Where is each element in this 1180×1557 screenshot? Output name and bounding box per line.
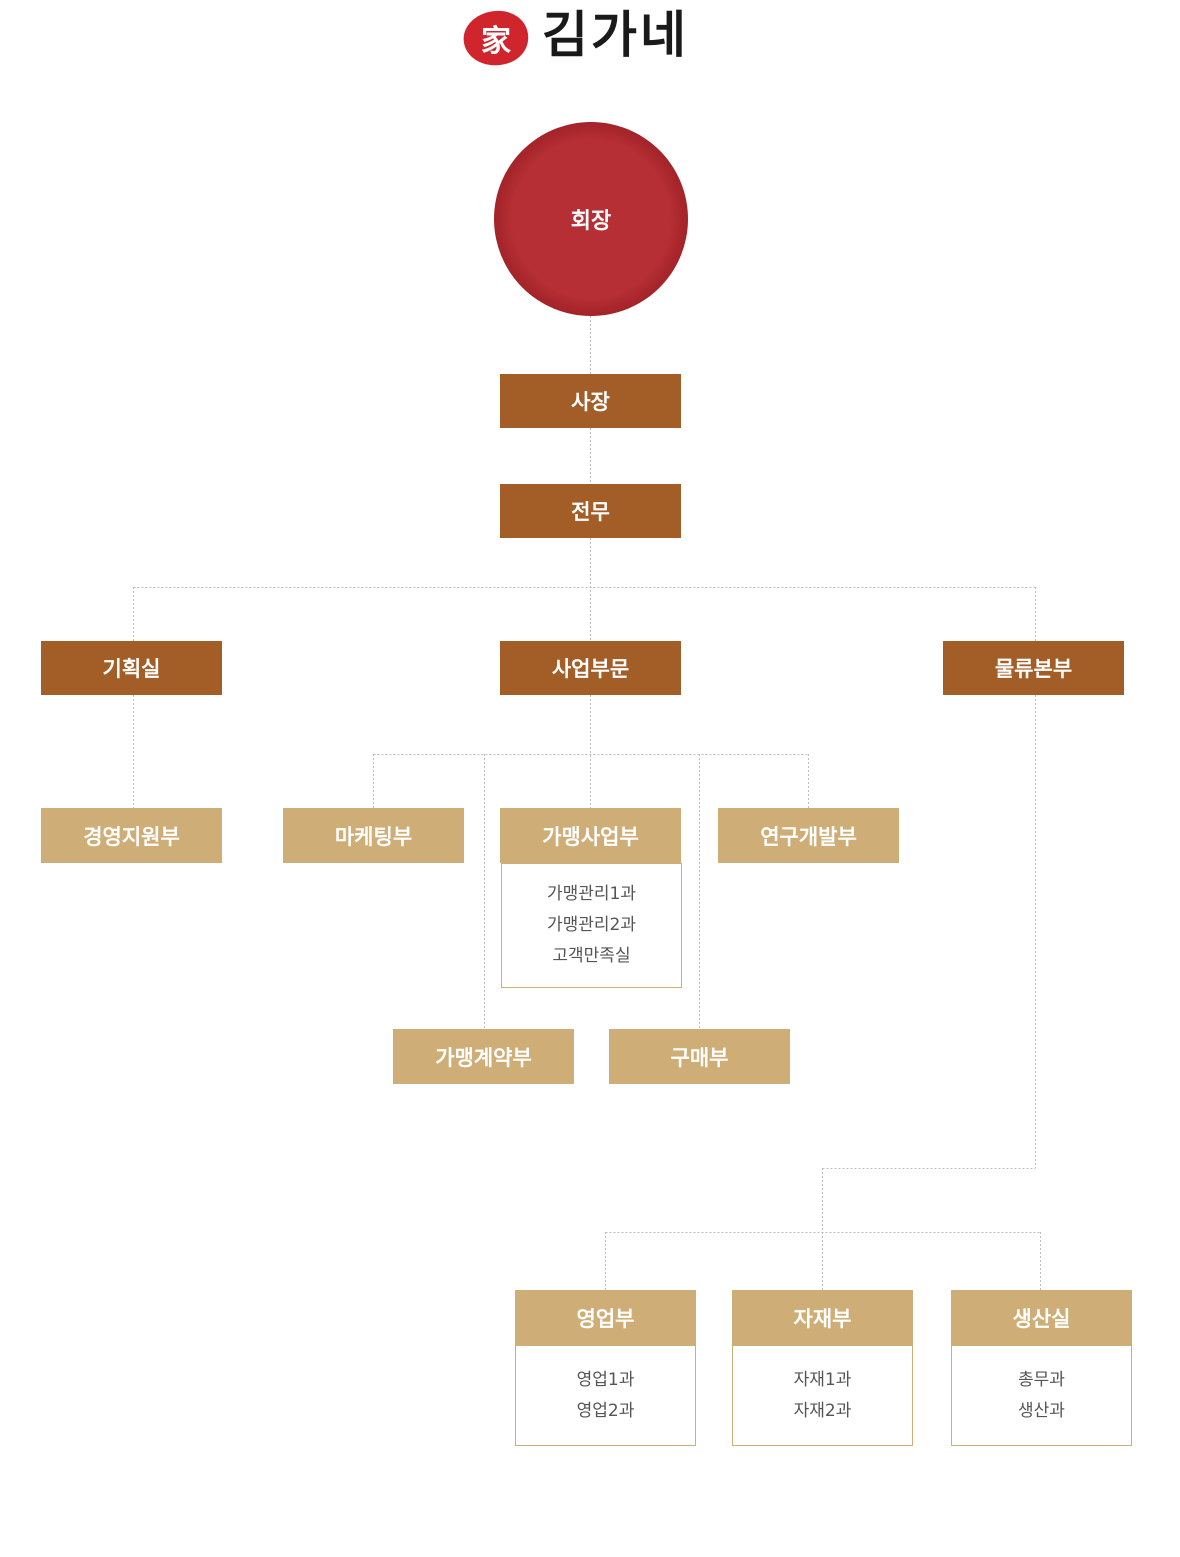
franchise-business-node: 가맹사업부: [500, 808, 681, 863]
logo-name: 김가네: [542, 6, 689, 64]
sales-team-item: 영업1과: [576, 1369, 635, 1390]
materials-team-item: 자재1과: [793, 1369, 852, 1390]
logistics-division-label: 물류본부: [994, 657, 1073, 681]
marketing-node: 마케팅부: [283, 808, 464, 863]
business-division-label: 사업부문: [551, 657, 630, 681]
production-team-item: 총무과: [1018, 1369, 1065, 1390]
director-label: 전무: [571, 500, 610, 524]
rnd-node: 연구개발부: [718, 808, 899, 863]
chairman-node: 회장: [494, 122, 688, 316]
management-support-node: 경영지원부: [41, 808, 222, 863]
logistics-division-node: 물류본부: [943, 641, 1124, 695]
franchise-contract-node: 가맹계약부: [393, 1029, 574, 1084]
logo-seal-char: 家: [481, 24, 511, 59]
rnd-label: 연구개발부: [760, 824, 857, 849]
sales-dept-node: 영업부: [515, 1290, 696, 1345]
production-team-item: 생산과: [1018, 1400, 1065, 1421]
materials-teams-panel: 자재1과 자재2과: [732, 1345, 913, 1446]
franchise-team-item: 가맹관리2과: [546, 915, 637, 935]
franchise-contract-label: 가맹계약부: [435, 1045, 532, 1070]
sales-teams-panel: 영업1과 영업2과: [515, 1345, 696, 1446]
president-label: 사장: [571, 390, 610, 414]
purchasing-node: 구매부: [609, 1029, 790, 1084]
planning-office-label: 기획실: [102, 657, 161, 681]
management-support-label: 경영지원부: [83, 824, 180, 849]
franchise-teams-panel: 가맹관리1과 가맹관리2과 고객만족실: [501, 863, 682, 988]
director-node: 전무: [500, 484, 681, 538]
planning-office-node: 기획실: [41, 641, 222, 695]
chairman-label: 회장: [570, 209, 612, 234]
materials-dept-node: 자재부: [732, 1290, 913, 1345]
materials-dept-label: 자재부: [793, 1306, 852, 1331]
family-seal-icon: [463, 10, 529, 66]
franchise-team-item: 가맹관리1과: [546, 884, 637, 904]
franchise-team-item: 고객만족실: [552, 946, 631, 966]
sales-dept-label: 영업부: [576, 1306, 635, 1331]
sales-team-item: 영업2과: [576, 1400, 635, 1421]
materials-team-item: 자재2과: [793, 1400, 852, 1421]
production-office-label: 생산실: [1012, 1306, 1071, 1331]
marketing-label: 마케팅부: [334, 824, 413, 849]
purchasing-label: 구매부: [670, 1045, 729, 1070]
franchise-business-label: 가맹사업부: [542, 824, 639, 849]
production-office-node: 생산실: [951, 1290, 1132, 1345]
president-node: 사장: [500, 374, 681, 428]
production-teams-panel: 총무과 생산과: [951, 1345, 1132, 1446]
business-division-node: 사업부문: [500, 641, 681, 695]
